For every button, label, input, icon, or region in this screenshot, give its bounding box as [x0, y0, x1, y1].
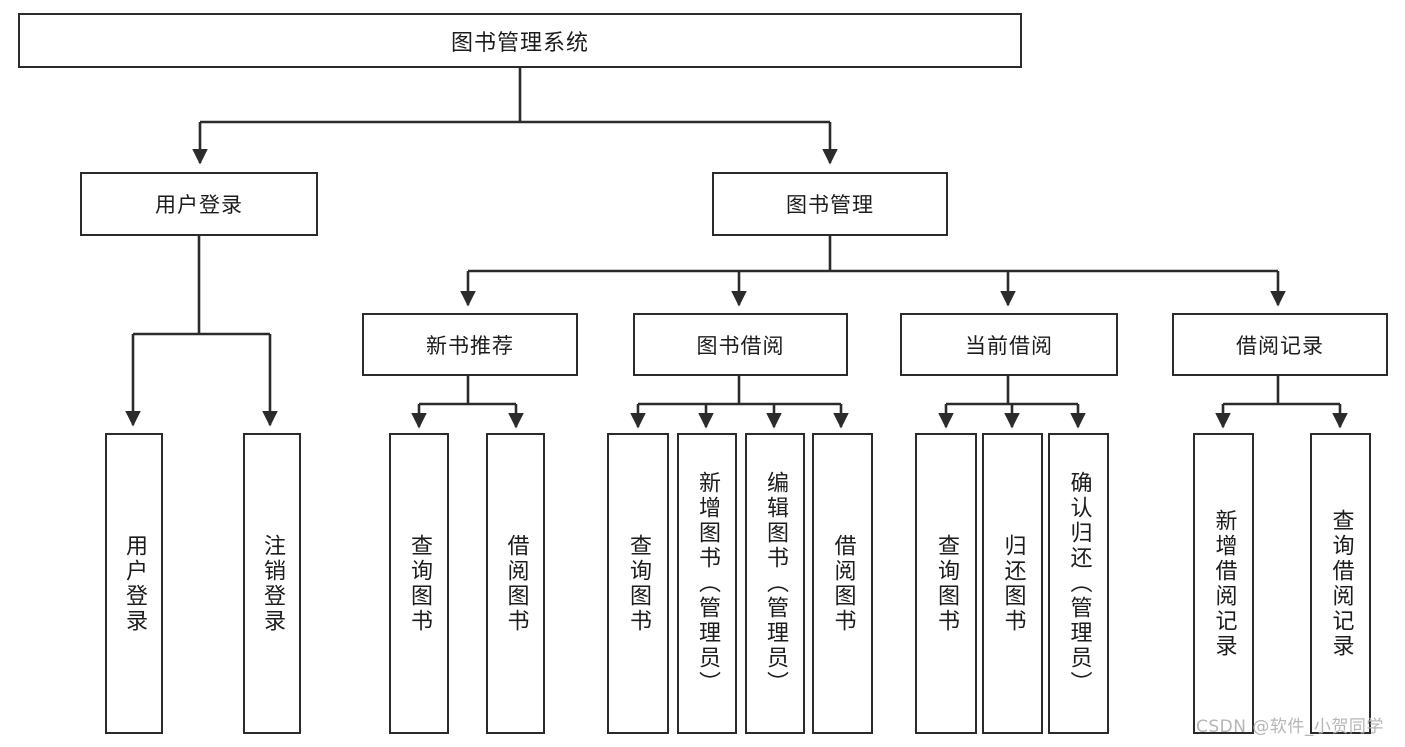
- csdn-watermark: CSDN @软件_小贺同学: [1196, 717, 1384, 737]
- leaf-label: 新增借阅记录: [1211, 508, 1237, 659]
- node-book-management[interactable]: 图书管理: [712, 172, 948, 236]
- node-borrow-record-label: 借阅记录: [1236, 333, 1324, 358]
- node-book-borrow[interactable]: 图书借阅: [633, 313, 848, 376]
- node-current-borrow-label: 当前借阅: [965, 333, 1053, 358]
- node-borrow-record[interactable]: 借阅记录: [1172, 313, 1388, 376]
- leaf-label: 编辑图书（管理员）: [763, 471, 788, 696]
- leaf-label: 查询图书: [626, 533, 651, 634]
- leaf-label: 确认归还（管理员）: [1066, 471, 1092, 696]
- leaf-label: 查询图书: [407, 533, 432, 634]
- leaf-book-borrow-query-book[interactable]: 查询图书: [607, 433, 669, 734]
- leaf-user-login-logout[interactable]: 注销登录: [243, 433, 301, 734]
- leaf-label: 注销登录: [260, 533, 285, 634]
- leaf-current-borrow-return-book[interactable]: 归还图书: [982, 433, 1043, 734]
- node-current-borrow[interactable]: 当前借阅: [900, 313, 1118, 376]
- leaf-book-borrow-borrow-book[interactable]: 借阅图书: [812, 433, 873, 734]
- node-root-label: 图书管理系统: [450, 30, 589, 56]
- leaf-book-borrow-edit-book-admin[interactable]: 编辑图书（管理员）: [745, 433, 805, 734]
- leaf-label: 新增图书（管理员）: [695, 471, 720, 696]
- node-new-book-recommend-label: 新书推荐: [426, 333, 514, 358]
- leaf-borrow-record-query-record[interactable]: 查询借阅记录: [1310, 433, 1371, 734]
- leaf-label: 借阅图书: [503, 533, 529, 634]
- node-root-book-management-system[interactable]: 图书管理系统: [18, 13, 1022, 68]
- leaf-book-borrow-add-book-admin[interactable]: 新增图书（管理员）: [677, 433, 737, 734]
- leaf-new-book-query-book[interactable]: 查询图书: [389, 433, 449, 734]
- leaf-borrow-record-add-record[interactable]: 新增借阅记录: [1193, 433, 1254, 734]
- node-book-management-label: 图书管理: [786, 193, 874, 217]
- leaf-user-login-login[interactable]: 用户登录: [105, 433, 163, 734]
- leaf-label: 查询借阅记录: [1328, 508, 1354, 659]
- leaf-label: 用户登录: [122, 533, 147, 634]
- leaf-label: 查询图书: [934, 533, 959, 634]
- leaf-label: 归还图书: [1000, 533, 1026, 634]
- leaf-current-borrow-query-book[interactable]: 查询图书: [915, 433, 977, 734]
- node-book-borrow-label: 图书借阅: [696, 333, 785, 358]
- node-user-login[interactable]: 用户登录: [80, 172, 318, 236]
- leaf-label: 借阅图书: [830, 533, 856, 634]
- leaf-current-borrow-confirm-return-admin[interactable]: 确认归还（管理员）: [1048, 433, 1109, 734]
- node-user-login-label: 用户登录: [155, 193, 243, 217]
- leaf-new-book-borrow-book[interactable]: 借阅图书: [486, 433, 545, 734]
- node-new-book-recommend[interactable]: 新书推荐: [362, 313, 578, 376]
